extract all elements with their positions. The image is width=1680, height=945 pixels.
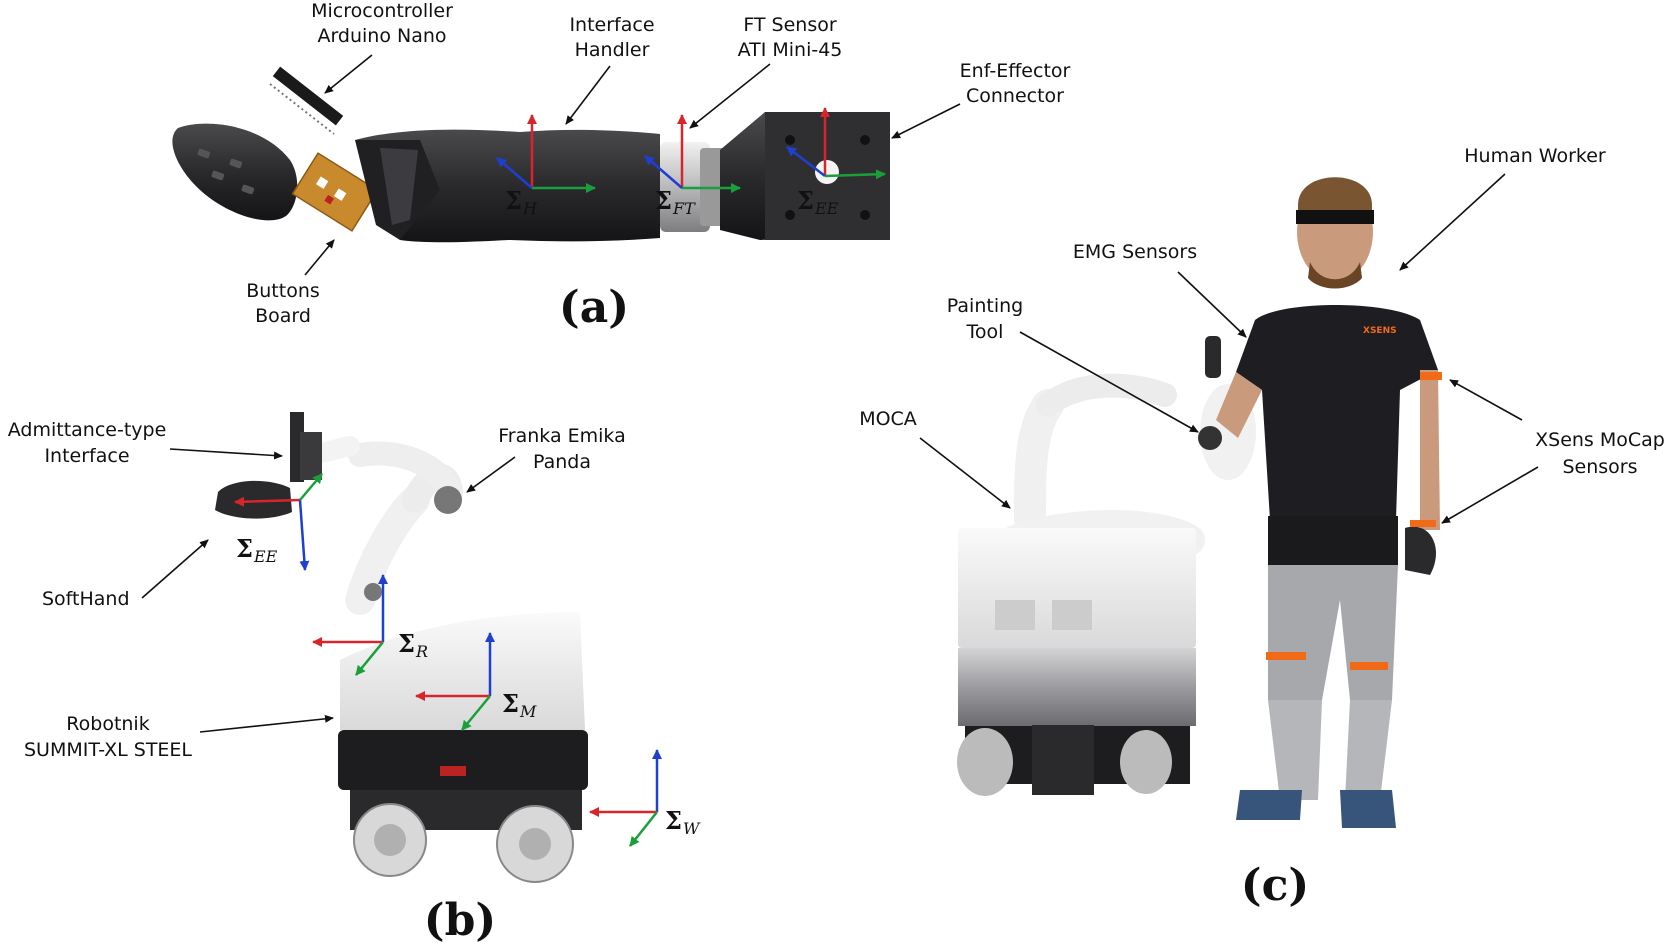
- label-panda-line1: Franka Emika: [498, 425, 626, 447]
- arduino-board-shape: [269, 66, 344, 135]
- label-microcontroller-line2: Arduino Nano: [317, 25, 446, 47]
- frame-m-axes: [415, 632, 495, 731]
- label-moca: MOCA: [859, 408, 917, 430]
- frame-w-subscript: W: [683, 819, 701, 838]
- frame-ft-axes: [644, 114, 741, 193]
- moca-robot-shape: [957, 373, 1205, 796]
- frame-r-subscript: R: [415, 642, 428, 661]
- arrow-robotnik: [199, 714, 334, 733]
- softhand-shape: [215, 480, 292, 519]
- label-painting-line2: Tool: [966, 321, 1004, 343]
- arrow-admittance: [169, 448, 283, 460]
- label-ee-connector-line1: Enf-Effector: [960, 60, 1071, 82]
- arrow-moca: [919, 437, 1011, 509]
- frame-w-axes: [589, 749, 662, 847]
- frame-m-subscript: M: [519, 702, 537, 721]
- label-xsens-line1: XSens MoCap: [1535, 429, 1665, 451]
- arrow-xsens-arm: [1449, 379, 1523, 421]
- label-painting-line1: Painting: [947, 295, 1023, 317]
- frame-w-symbol: Σ: [665, 806, 682, 835]
- label-emg: EMG Sensors: [1073, 241, 1197, 263]
- arrow-human-worker: [1399, 173, 1506, 271]
- arrow-ee-connector: [891, 103, 961, 139]
- label-robotnik-line1: Robotnik: [66, 713, 149, 735]
- frame-r-symbol: Σ: [398, 629, 415, 658]
- frame-ft-subscript: FT: [672, 199, 696, 218]
- arrow-ft-sensor: [689, 63, 771, 129]
- label-softhand: SoftHand: [42, 588, 130, 610]
- frame-h-subscript: H: [522, 199, 538, 218]
- frame-ee-symbol-b: Σ: [236, 534, 253, 563]
- label-microcontroller-line1: Microcontroller: [311, 0, 453, 22]
- label-ft-line2: ATI Mini-45: [738, 39, 843, 61]
- arrow-softhand: [141, 539, 209, 599]
- shirt-brand-text: XSENS: [1363, 326, 1397, 336]
- arrow-microcontroller: [324, 54, 373, 94]
- mobile-base-shape: [338, 612, 588, 883]
- frame-m-symbol: Σ: [502, 689, 519, 718]
- label-robotnik-line2: SUMMIT-XL STEEL: [24, 739, 192, 761]
- caption-c: (c): [1241, 860, 1309, 911]
- label-buttons-line1: Buttons: [246, 280, 320, 302]
- frame-ft-symbol: Σ: [655, 186, 672, 215]
- buttons-cap-shape: [172, 123, 298, 221]
- panel-b: Σ EE Σ R Σ M Σ W Admittance-type Interfa…: [8, 412, 701, 945]
- frame-h-axes: [496, 114, 596, 193]
- arrow-interface-handler: [565, 65, 611, 125]
- panda-arm-shape: [290, 436, 463, 615]
- label-ee-connector-line2: Connector: [966, 85, 1064, 107]
- frame-h-symbol: Σ: [505, 186, 522, 215]
- label-panda-line2: Panda: [533, 451, 591, 473]
- label-buttons-line2: Board: [255, 305, 311, 327]
- label-interface-line1: Interface: [569, 14, 654, 36]
- buttons-board-shape: [291, 152, 379, 232]
- caption-b: (b): [424, 895, 496, 945]
- label-ft-line1: FT Sensor: [743, 14, 837, 36]
- caption-a: (a): [559, 282, 629, 333]
- frame-ee-subscript-a: EE: [814, 199, 839, 218]
- admittance-interface-shape: [290, 412, 322, 482]
- ee-connector-shape: [720, 112, 890, 240]
- panel-c: XSENS Human Worker EMG Sensors Painting …: [859, 145, 1665, 911]
- label-xsens-line2: Sensors: [1562, 456, 1637, 478]
- arrow-emg: [1177, 271, 1247, 338]
- label-interface-line2: Handler: [575, 39, 650, 61]
- label-human-worker: Human Worker: [1464, 145, 1606, 167]
- arrow-panda: [466, 456, 516, 493]
- frame-ee-axes: [786, 107, 886, 180]
- label-admittance-line1: Admittance-type: [8, 419, 167, 441]
- frame-ee-symbol-a: Σ: [797, 186, 814, 215]
- label-admittance-line2: Interface: [44, 445, 129, 467]
- frame-r-axes: [312, 574, 388, 676]
- frame-ee-subscript-b: EE: [253, 547, 278, 566]
- human-worker-shape: [1216, 177, 1442, 828]
- arrow-painting-tool: [1019, 331, 1199, 433]
- arrow-buttons-board: [304, 239, 335, 276]
- panel-a: Σ H Σ FT Σ EE Microcontroller Arduino Na…: [172, 0, 1071, 333]
- arrow-xsens-wrist: [1441, 466, 1539, 524]
- interface-handler-shape: [355, 129, 660, 243]
- frame-ee-b-axes: [234, 473, 323, 571]
